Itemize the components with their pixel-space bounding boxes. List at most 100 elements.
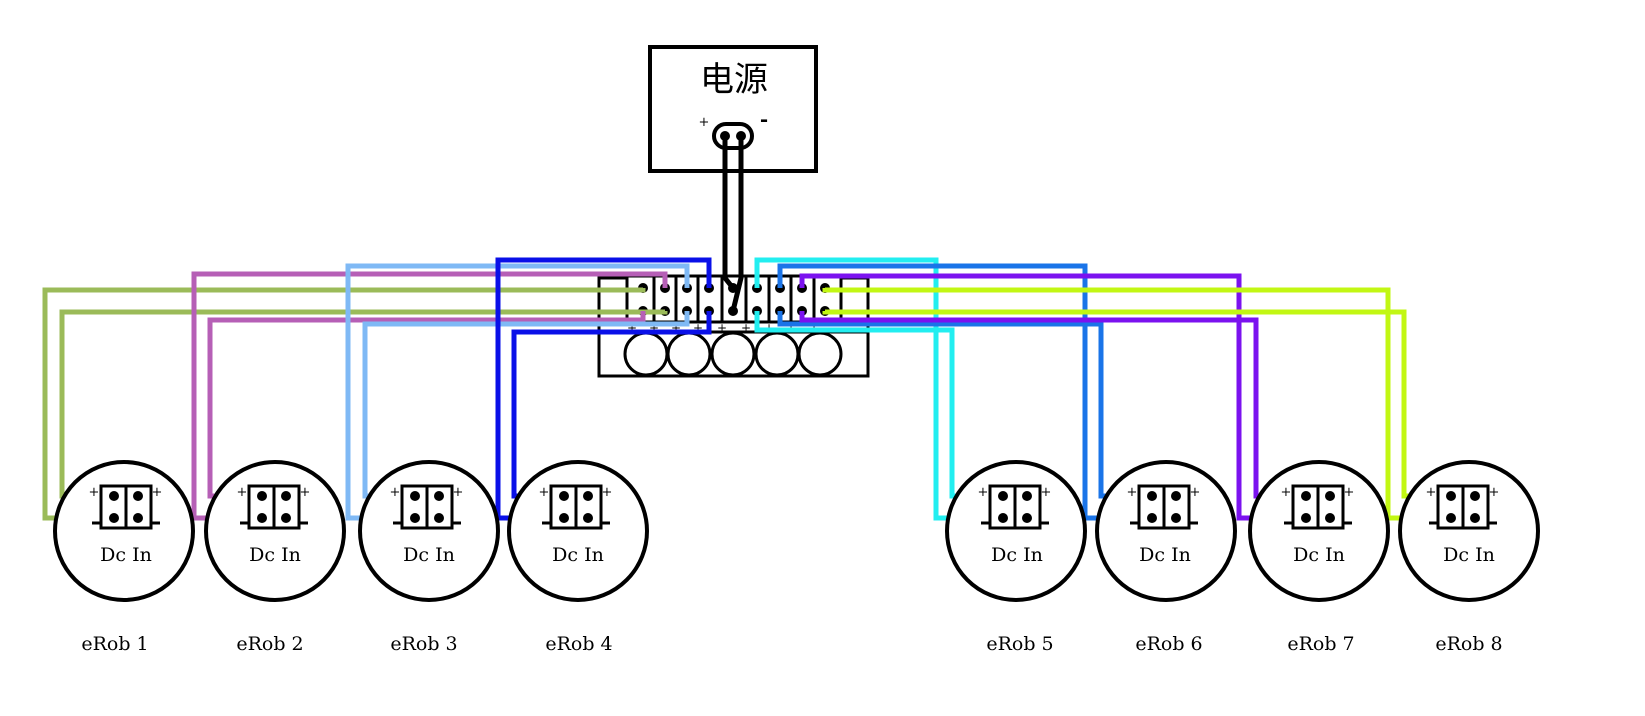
dc-in-plus-mark: +: [300, 485, 311, 500]
dc-in-pin: [410, 491, 420, 501]
motor-port-label: Dc In: [991, 544, 1043, 566]
capacitor: [710, 331, 756, 377]
motor-erob-4: ++: [507, 460, 649, 602]
motor-erob-8: ++: [1398, 460, 1540, 602]
motor-row: ++++++++++++++++: [53, 460, 1540, 602]
dc-in-connector: ++: [89, 484, 163, 530]
motor-erob-6: ++: [1095, 460, 1237, 602]
motor-body: [945, 460, 1087, 602]
wire-erob-7-negative: [799, 311, 1306, 499]
dc-in-plus-mark: +: [152, 485, 163, 500]
power-supply-box: [648, 45, 818, 173]
dc-in-pin: [1446, 491, 1456, 501]
dc-in-plus-mark: +: [1489, 485, 1500, 500]
dc-in-pin: [1171, 491, 1181, 501]
dc-in-pin: [559, 491, 569, 501]
dc-in-pin: [559, 513, 569, 523]
motor-name-label: eRob 4: [545, 633, 612, 655]
dc-in-plus-mark: +: [453, 485, 464, 500]
dc-in-plus-mark: +: [539, 485, 550, 500]
capacitor: [797, 331, 843, 377]
terminal-plus-mark: +: [717, 321, 727, 335]
dc-in-pin: [133, 513, 143, 523]
dc-in-pin: [1470, 513, 1480, 523]
dc-in-plus-mark: +: [1127, 485, 1138, 500]
capacitor: [666, 331, 712, 377]
dc-in-plus-mark: +: [1344, 485, 1355, 500]
dc-in-pin: [1301, 491, 1311, 501]
dc-in-connector: ++: [1426, 484, 1500, 530]
motor-body: [1095, 460, 1237, 602]
power-input-wire-plus: [722, 136, 735, 290]
motor-body: [204, 460, 346, 602]
dc-in-plus-mark: +: [1281, 485, 1292, 500]
dc-in-pin: [434, 513, 444, 523]
dc-in-pin: [1325, 491, 1335, 501]
dc-in-connector: ++: [390, 484, 464, 530]
power-supply-title: 电源: [700, 60, 768, 100]
dc-in-pin: [434, 491, 444, 501]
power-input-wire-minus: [730, 136, 744, 312]
dc-in-plus-mark: +: [89, 485, 100, 500]
dc-in-pin: [1325, 513, 1335, 523]
motor-port-label: Dc In: [552, 544, 604, 566]
terminal-plus-mark: +: [741, 321, 751, 335]
capacitor-row: [623, 331, 843, 377]
motor-erob-7: ++: [1248, 460, 1390, 602]
dc-in-pin: [281, 513, 291, 523]
motor-port-label: Dc In: [1443, 544, 1495, 566]
dc-in-pin: [109, 513, 119, 523]
dc-in-plus-mark: +: [237, 485, 248, 500]
dc-in-pin: [1147, 513, 1157, 523]
dc-in-pin: [109, 491, 119, 501]
motor-name-label: eRob 5: [986, 633, 1053, 655]
dc-in-connector: ++: [237, 484, 311, 530]
dc-in-pin: [1171, 513, 1181, 523]
terminal-plus-mark: +: [693, 321, 703, 335]
dc-in-connector: ++: [539, 484, 613, 530]
power-supply: 电源 + -: [648, 45, 818, 173]
motor-body: [358, 460, 500, 602]
dc-in-connector: ++: [978, 484, 1051, 530]
dc-in-pin: [998, 491, 1008, 501]
dc-in-pin: [281, 491, 291, 501]
motor-body: [507, 460, 649, 602]
power-supply-socket: [712, 122, 754, 150]
terminal-plus-mark: +: [649, 321, 659, 335]
dc-in-pin: [1470, 491, 1480, 501]
motor-body: [1248, 460, 1390, 602]
dc-in-pin: [1446, 513, 1456, 523]
power-supply-minus-label: -: [760, 107, 768, 131]
dc-in-pin: [1147, 491, 1157, 501]
motor-body: [53, 460, 195, 602]
motor-name-label: eRob 6: [1135, 633, 1202, 655]
power-supply-plus-label: +: [699, 115, 710, 130]
dc-in-plus-mark: +: [602, 485, 613, 500]
capacitor: [754, 331, 800, 377]
motor-name-label: eRob 8: [1435, 633, 1502, 655]
dc-in-pin: [1022, 491, 1032, 501]
dc-in-connector: ++: [1127, 484, 1200, 530]
motor-port-label: Dc In: [100, 544, 152, 566]
motor-name-label: eRob 7: [1287, 633, 1354, 655]
motor-name-label: eRob 3: [390, 633, 457, 655]
dc-in-pin: [257, 491, 267, 501]
motor-erob-2: ++: [204, 460, 346, 602]
motor-body: [1398, 460, 1540, 602]
dc-in-pin: [998, 513, 1008, 523]
motor-erob-3: ++: [358, 460, 500, 602]
dc-in-plus-mark: +: [1426, 485, 1437, 500]
motor-port-label: Dc In: [1139, 544, 1191, 566]
dc-in-pin: [257, 513, 267, 523]
dc-in-pin: [410, 513, 420, 523]
motor-name-label: eRob 1: [81, 633, 148, 655]
motor-name-label: eRob 2: [236, 633, 303, 655]
power-input-cable: [722, 136, 744, 312]
terminal-plus-mark: +: [627, 321, 637, 335]
terminal-plus-mark: +: [671, 321, 681, 335]
dc-in-plus-mark: +: [390, 485, 401, 500]
dc-in-pin: [583, 491, 593, 501]
dc-in-pin: [1022, 513, 1032, 523]
motor-erob-5: ++: [945, 460, 1087, 602]
